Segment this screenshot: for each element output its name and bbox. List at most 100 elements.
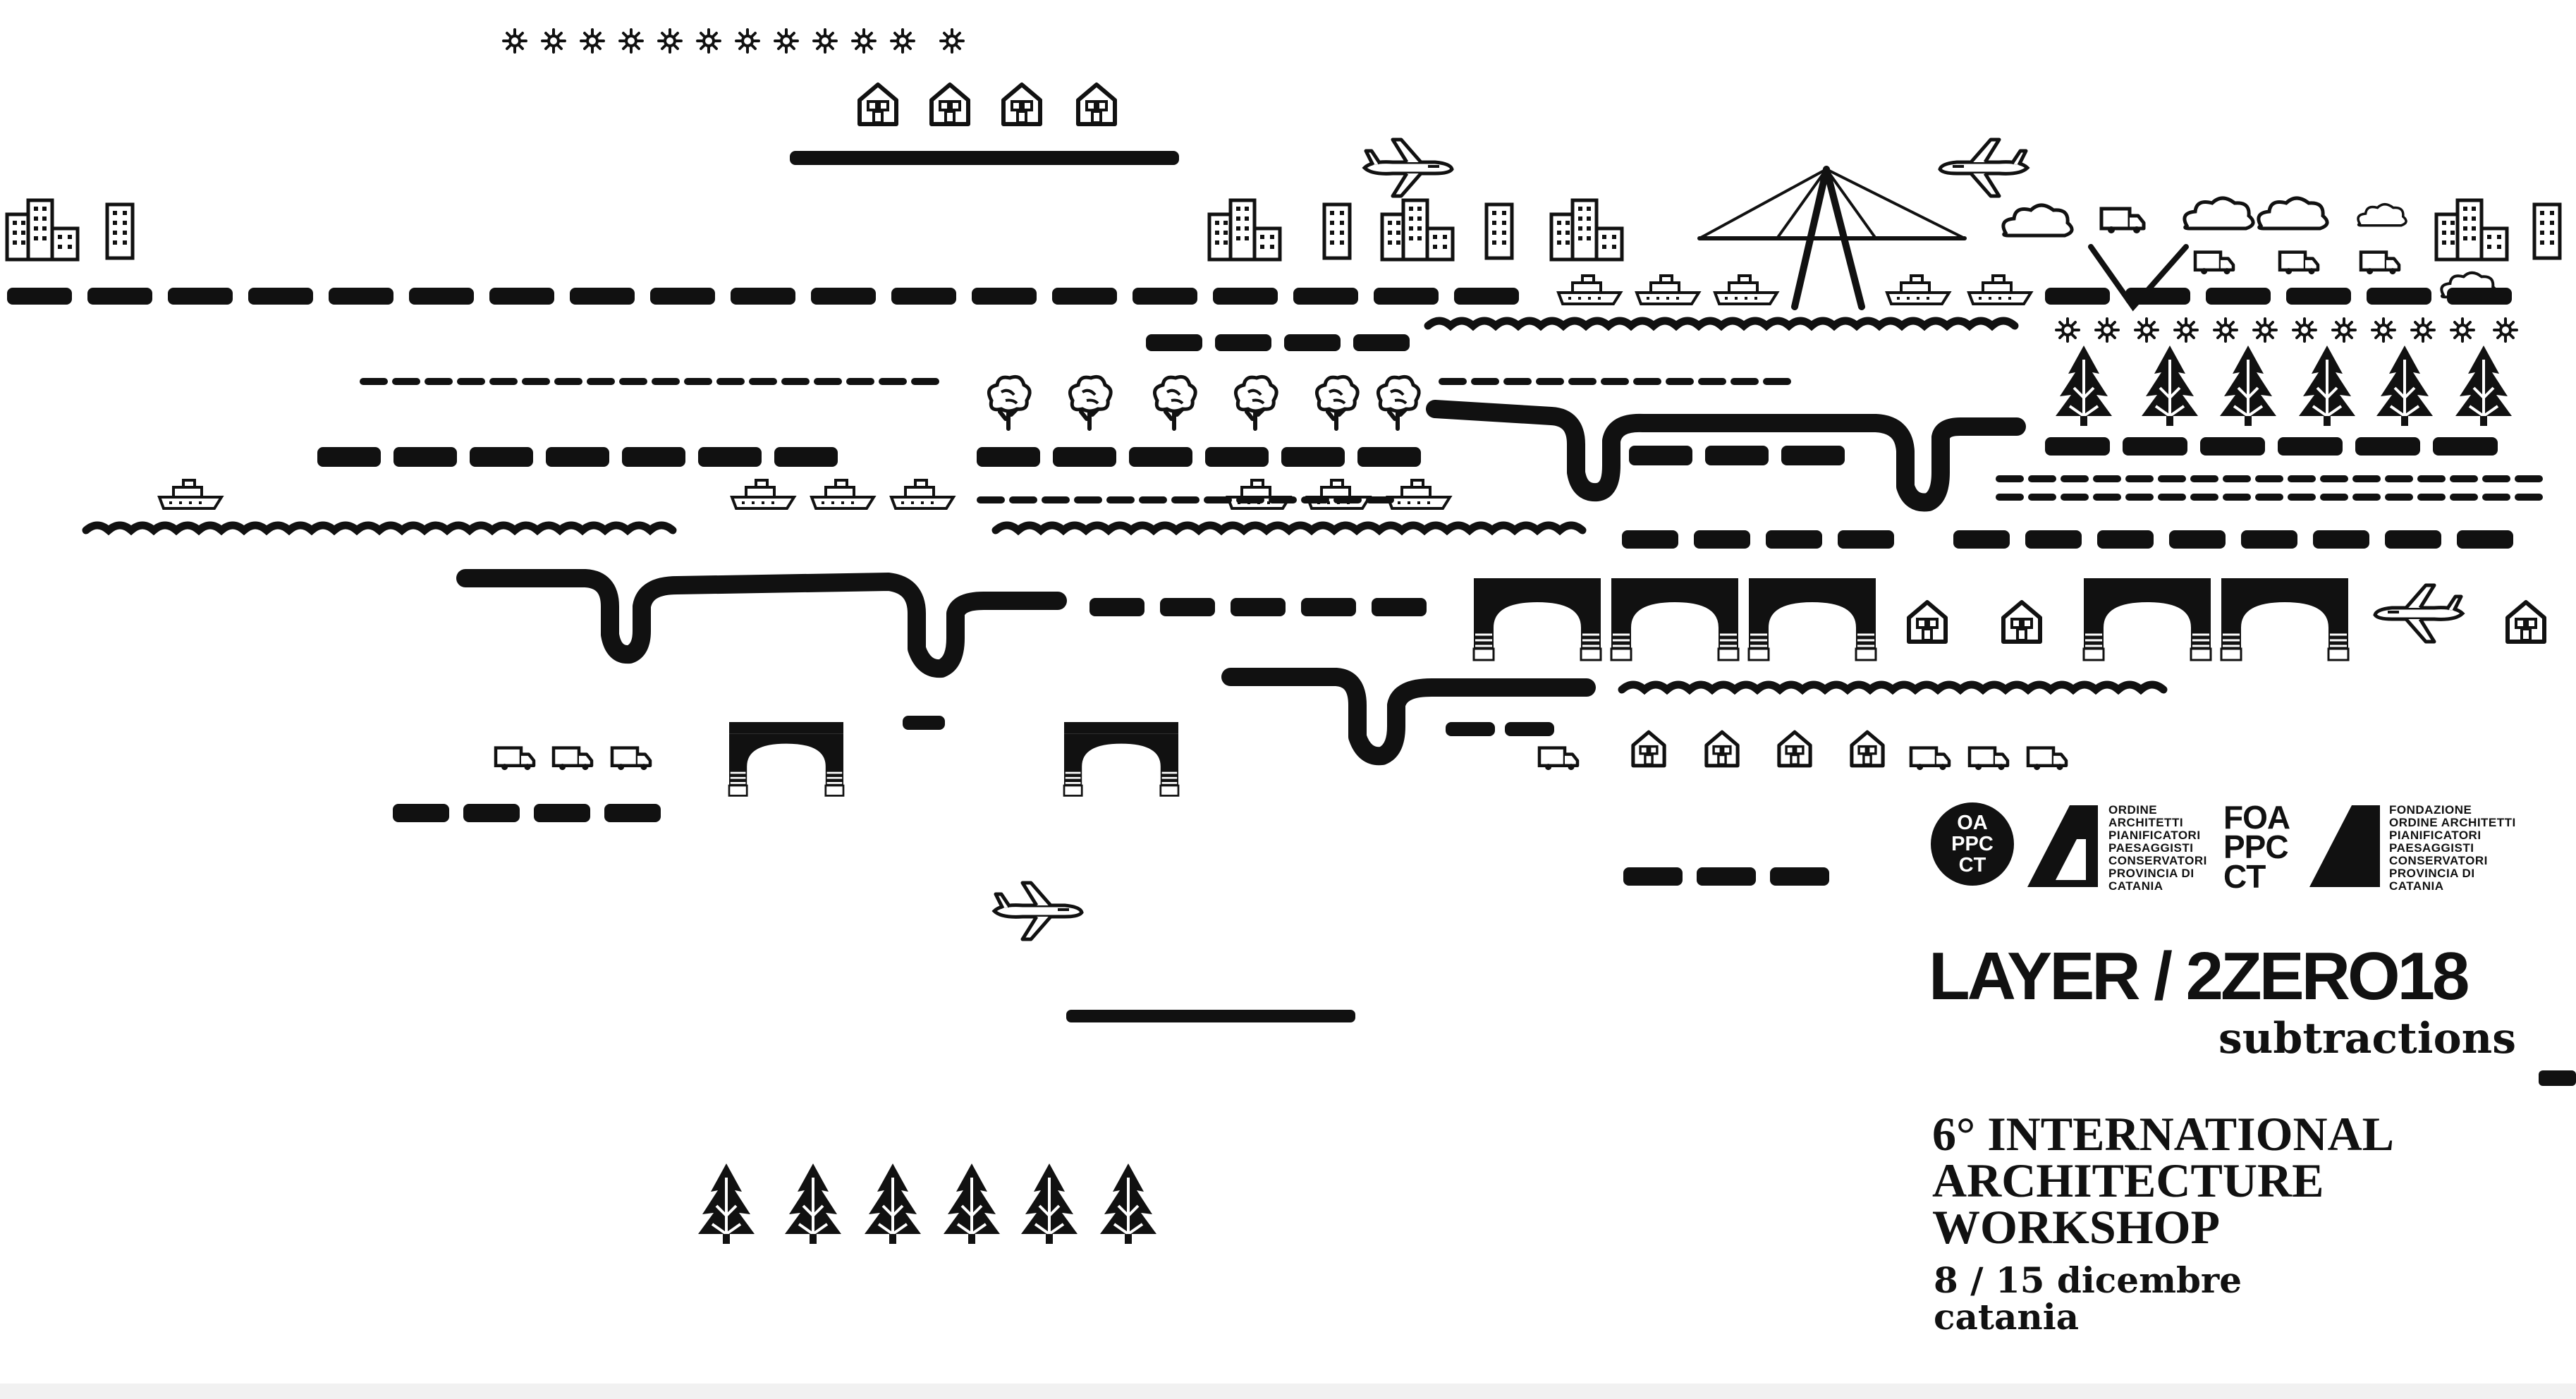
road-segment-icon xyxy=(2028,494,2056,501)
road-segment-icon xyxy=(1766,530,1822,549)
road-segment-icon xyxy=(7,288,72,305)
road-segment-icon xyxy=(2190,475,2218,482)
road-segment-icon xyxy=(392,378,420,385)
road-segment-icon xyxy=(2190,494,2218,501)
road-segment-row xyxy=(1996,475,2543,482)
cloud-icon xyxy=(2259,198,2327,228)
road-segment-icon xyxy=(1213,288,1278,305)
road-segment-row xyxy=(903,716,945,730)
wave-row xyxy=(991,521,1587,536)
flower-icon xyxy=(2134,317,2159,343)
road-segment-icon xyxy=(1301,496,1329,503)
flower-icon xyxy=(618,28,644,54)
flower-row-right xyxy=(2055,317,2518,343)
road-segment-icon xyxy=(470,447,533,467)
flower-icon xyxy=(2292,317,2317,343)
truck-icon xyxy=(1911,748,1949,771)
flower-icon xyxy=(2213,317,2238,343)
org-line: CONSERVATORI xyxy=(2108,854,2207,867)
road-segment-icon xyxy=(1781,446,1845,465)
road-segment-row xyxy=(1146,334,1410,351)
road-segment-row xyxy=(1439,378,1791,385)
arch-viaduct-icon xyxy=(728,721,845,797)
org-line: PAESAGGISTI xyxy=(2108,841,2194,855)
road-segment-icon xyxy=(457,378,485,385)
road-segment-icon xyxy=(1066,1010,1355,1022)
road-segment-row xyxy=(1622,530,1894,549)
flower-icon xyxy=(696,28,721,54)
road-segment-icon xyxy=(2097,530,2154,549)
boat-icon xyxy=(1967,274,2032,305)
road-segment-icon xyxy=(2355,437,2420,456)
road-segment-icon xyxy=(2045,437,2110,456)
road-segment-icon xyxy=(731,288,795,305)
tree-icon xyxy=(1235,377,1276,429)
house-icon xyxy=(2508,602,2544,642)
airplane-icon xyxy=(1940,140,2027,196)
road-segment-icon xyxy=(2045,288,2110,305)
road-segment-icon xyxy=(522,378,550,385)
foappc-mark-line: CT xyxy=(2223,858,2266,895)
event-dates: 8 / 15 dicembre catania xyxy=(1934,1262,2242,1336)
oappc-logo-mark xyxy=(2027,805,2098,887)
oappc-mark-line: CT xyxy=(1958,854,1986,876)
tree-icon xyxy=(1070,377,1111,429)
road-segment-icon xyxy=(2417,475,2446,482)
road-segment-icon xyxy=(2367,288,2431,305)
truck-icon xyxy=(2280,252,2318,275)
road-segment-icon xyxy=(1601,378,1629,385)
road-segment-icon xyxy=(2025,530,2082,549)
road-segment-icon xyxy=(1623,867,1683,886)
foappc-org-name: FONDAZIONE ORDINE ARCHITETTI PIANIFICATO… xyxy=(2389,804,2516,893)
road-segment-icon xyxy=(1454,288,1519,305)
road-segment-icon xyxy=(604,804,661,822)
road-segment-icon xyxy=(2223,475,2251,482)
road-segment-icon xyxy=(2278,437,2343,456)
road-segment-icon xyxy=(1353,334,1410,351)
road-segment-icon xyxy=(1622,530,1678,549)
road-segment-icon xyxy=(2515,475,2543,482)
foappc-logo-mark xyxy=(2309,805,2380,887)
road-segment-icon xyxy=(2482,494,2510,501)
truck-icon xyxy=(2361,252,2399,275)
boat-icon xyxy=(1306,479,1371,510)
road-segment-icon xyxy=(248,288,313,305)
river-channel-icon xyxy=(456,400,2026,766)
building-icon xyxy=(2436,200,2507,259)
road-segment-icon xyxy=(622,447,685,467)
road-segment-icon xyxy=(903,716,945,730)
road-segment-icon xyxy=(2385,530,2441,549)
flower-icon xyxy=(2173,317,2199,343)
road-segment-icon xyxy=(2515,494,2543,501)
road-segment-icon xyxy=(2061,494,2089,501)
road-segment-icon xyxy=(2223,494,2251,501)
flower-icon xyxy=(774,28,799,54)
truck-icon xyxy=(612,748,650,771)
org-line: CATANIA xyxy=(2108,879,2163,893)
truck-icon xyxy=(1970,748,2008,771)
road-segment-row xyxy=(360,378,939,385)
house-icon xyxy=(1779,732,1810,766)
truck-icon xyxy=(1539,748,1577,771)
org-line: FONDAZIONE xyxy=(2389,803,2472,817)
road-segment-icon xyxy=(781,378,810,385)
road-segment-row xyxy=(317,447,838,467)
road-segment-icon xyxy=(168,288,233,305)
truck-icon xyxy=(554,748,592,771)
road-segment-icon xyxy=(1333,496,1362,503)
road-segment-icon xyxy=(977,496,1005,503)
road-segment-icon xyxy=(774,447,838,467)
road-segment-icon xyxy=(619,378,647,385)
oappc-mark-line: PPC xyxy=(1951,833,1994,855)
road-segment-icon xyxy=(1204,496,1232,503)
road-segment-icon xyxy=(1281,447,1345,467)
building-icon xyxy=(1382,200,1453,259)
cloud-icon xyxy=(2357,202,2407,227)
pine-tree-icon xyxy=(2140,344,2199,427)
building-icon xyxy=(1209,200,1280,259)
road-segment-icon xyxy=(2320,475,2348,482)
org-line: ORDINE xyxy=(2108,803,2158,817)
flower-icon xyxy=(735,28,760,54)
flower-icon xyxy=(2410,317,2436,343)
road-segment-icon xyxy=(329,288,393,305)
